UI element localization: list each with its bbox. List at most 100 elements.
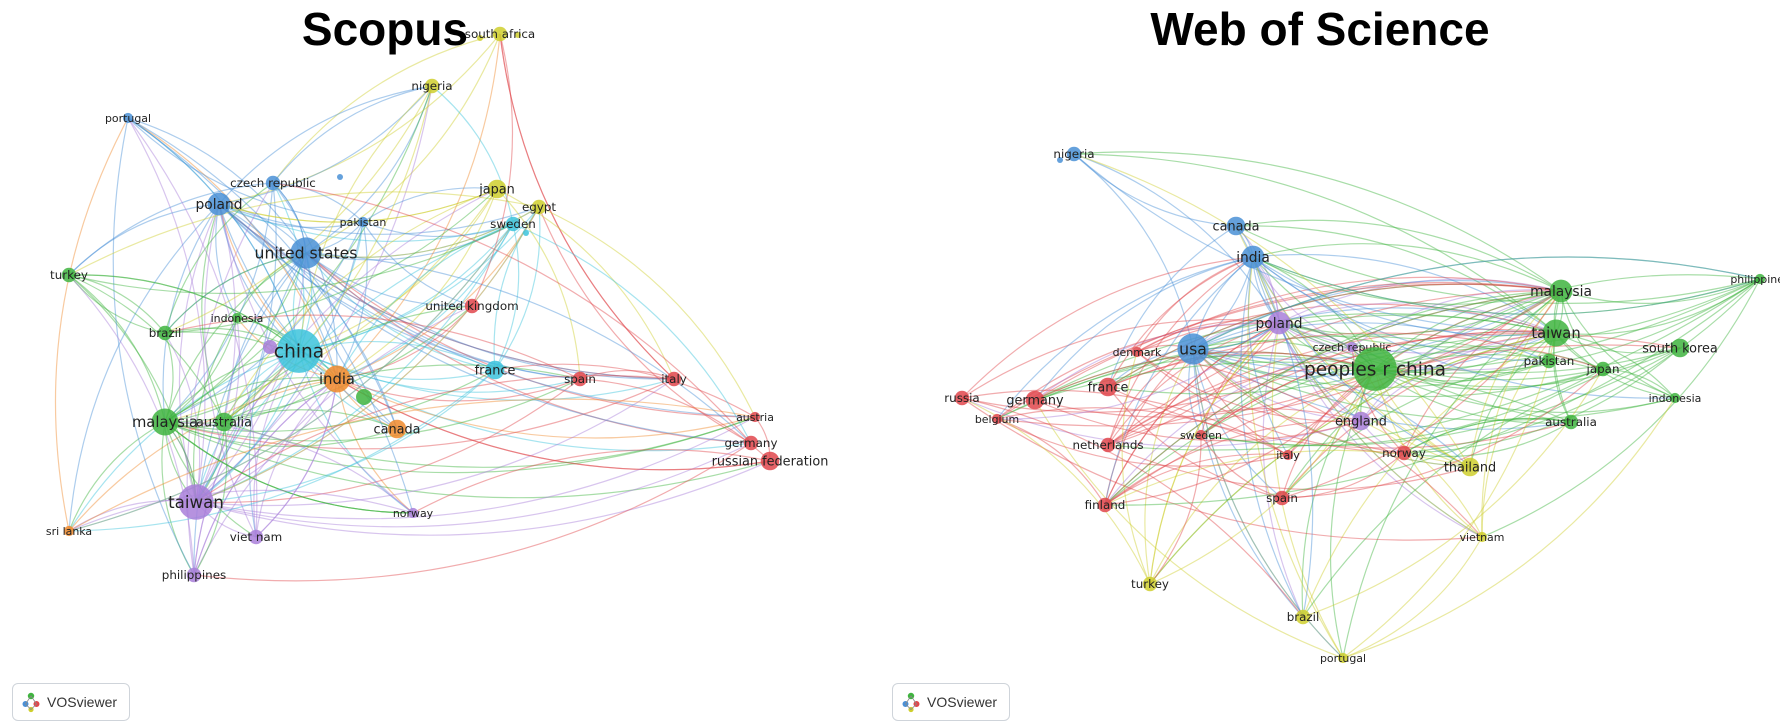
country-node[interactable]: sweden: [490, 216, 536, 232]
country-node[interactable]: india: [319, 365, 355, 393]
country-node[interactable]: russia: [944, 390, 980, 406]
country-node[interactable]: [1057, 157, 1063, 163]
node-marker[interactable]: [1754, 273, 1766, 285]
country-node[interactable]: south africa: [465, 26, 535, 42]
country-node[interactable]: pakistan: [340, 216, 387, 229]
node-marker[interactable]: [231, 312, 243, 324]
node-marker[interactable]: [1241, 245, 1265, 269]
node-marker[interactable]: [214, 412, 234, 432]
node-marker[interactable]: [1541, 353, 1557, 369]
node-marker[interactable]: [492, 26, 508, 42]
node-marker[interactable]: [1563, 414, 1579, 430]
country-node[interactable]: france: [1088, 377, 1129, 397]
node-marker[interactable]: [485, 360, 505, 380]
node-marker[interactable]: [1542, 319, 1570, 347]
country-node[interactable]: indonesia: [211, 312, 264, 325]
country-node[interactable]: malaysia: [1530, 279, 1592, 303]
node-marker[interactable]: [1351, 411, 1371, 431]
node-marker[interactable]: [1353, 347, 1397, 391]
country-node[interactable]: germany: [1006, 390, 1064, 410]
country-node[interactable]: vietnam: [1460, 531, 1505, 544]
country-node[interactable]: malaysia: [132, 408, 198, 436]
country-node[interactable]: philippines: [1730, 273, 1780, 286]
country-node[interactable]: canada: [1213, 216, 1260, 236]
node-marker[interactable]: [1142, 576, 1158, 592]
country-node[interactable]: norway: [1382, 445, 1426, 461]
node-marker[interactable]: [157, 325, 173, 341]
country-node[interactable]: indonesia: [1649, 392, 1702, 405]
country-node[interactable]: austria: [736, 411, 774, 424]
node-marker[interactable]: [1226, 216, 1246, 236]
country-node[interactable]: australia: [1545, 414, 1597, 430]
country-node[interactable]: turkey: [50, 267, 88, 283]
node-marker[interactable]: [1274, 490, 1290, 506]
country-node[interactable]: brazil: [1287, 609, 1320, 625]
node-marker[interactable]: [1195, 429, 1207, 441]
country-node[interactable]: nigeria: [411, 78, 453, 94]
node-marker[interactable]: [531, 199, 547, 215]
node-marker[interactable]: [572, 371, 588, 387]
node-marker[interactable]: [1100, 437, 1116, 453]
node-marker[interactable]: [1669, 392, 1681, 404]
node-marker[interactable]: [487, 179, 507, 199]
country-node[interactable]: italy: [1276, 449, 1300, 462]
country-node[interactable]: nigeria: [1053, 146, 1095, 162]
scopus-network[interactable]: south africa nigeria portugal czech republi…: [0, 0, 880, 725]
node-marker[interactable]: [178, 484, 214, 520]
country-node[interactable]: japan: [1586, 361, 1620, 377]
node-marker[interactable]: [1098, 377, 1118, 397]
node-marker[interactable]: [61, 267, 77, 283]
node-marker[interactable]: [151, 408, 179, 436]
node-marker[interactable]: [63, 525, 75, 537]
node-marker[interactable]: [1346, 341, 1358, 353]
node-marker[interactable]: [1131, 346, 1143, 358]
node-marker[interactable]: [407, 507, 419, 519]
node-marker[interactable]: [387, 419, 407, 439]
node-marker[interactable]: [1066, 146, 1082, 162]
country-node[interactable]: thailand: [1444, 457, 1496, 477]
country-node[interactable]: belgium: [975, 413, 1019, 426]
node-marker[interactable]: [1267, 311, 1291, 335]
country-node[interactable]: viet nam: [230, 529, 283, 545]
node-marker[interactable]: [1025, 390, 1045, 410]
country-node[interactable]: south korea: [1642, 338, 1718, 358]
country-node[interactable]: spain: [1266, 490, 1298, 506]
node-marker[interactable]: [1177, 333, 1209, 365]
country-node[interactable]: turkey: [1131, 576, 1169, 592]
node-marker[interactable]: [743, 435, 759, 451]
country-node[interactable]: [515, 32, 521, 38]
node-marker[interactable]: [464, 298, 480, 314]
node-marker[interactable]: [357, 216, 369, 228]
node-marker[interactable]: [207, 192, 231, 216]
node-marker[interactable]: [505, 216, 521, 232]
country-node[interactable]: japan: [478, 179, 515, 199]
country-node[interactable]: portugal: [105, 112, 151, 125]
country-node[interactable]: czech republic: [230, 175, 316, 191]
country-node[interactable]: [356, 389, 372, 405]
node-marker[interactable]: [760, 451, 780, 471]
country-node[interactable]: united states: [255, 237, 358, 269]
node-marker[interactable]: [991, 413, 1003, 425]
country-node[interactable]: taiwan: [1531, 319, 1581, 347]
country-node[interactable]: netherlands: [1072, 437, 1144, 453]
node-marker[interactable]: [186, 567, 202, 583]
country-node[interactable]: poland: [196, 192, 243, 216]
country-node[interactable]: norway: [393, 507, 434, 520]
country-node[interactable]: france: [475, 360, 516, 380]
country-node[interactable]: finland: [1085, 497, 1126, 513]
country-node[interactable]: portugal: [1320, 652, 1366, 665]
vosviewer-badge[interactable]: VOSviewer: [892, 683, 1011, 721]
country-node[interactable]: spain: [564, 371, 596, 387]
node-marker[interactable]: [1476, 531, 1488, 543]
vosviewer-badge[interactable]: VOSviewer: [12, 683, 131, 721]
node-marker[interactable]: [1595, 361, 1611, 377]
country-node[interactable]: brazil: [149, 325, 182, 341]
node-marker[interactable]: [290, 237, 322, 269]
country-node[interactable]: china: [274, 329, 324, 373]
node-marker[interactable]: [954, 390, 970, 406]
node-marker[interactable]: [1549, 279, 1573, 303]
node-marker[interactable]: [323, 365, 351, 393]
node-marker[interactable]: [1282, 449, 1294, 461]
country-node[interactable]: [337, 174, 343, 180]
country-node[interactable]: russian federation: [712, 451, 829, 471]
